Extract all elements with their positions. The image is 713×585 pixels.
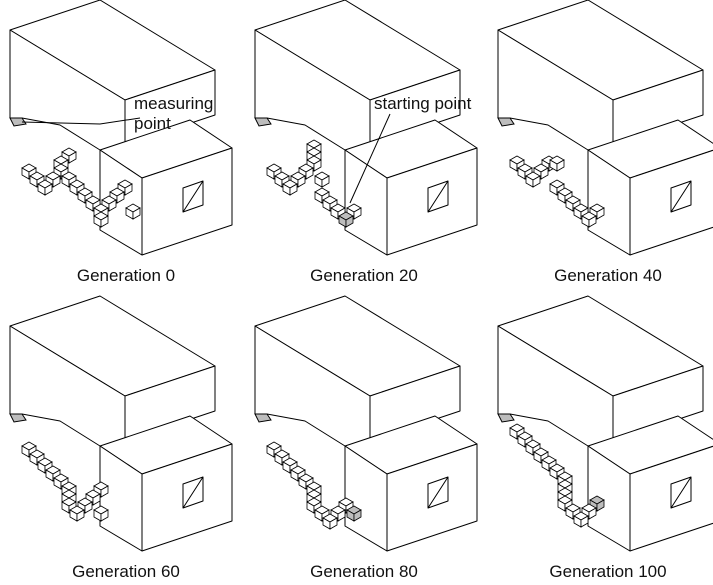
cube [93,505,109,522]
panel-5 [497,295,713,552]
cube [525,171,541,188]
cube [77,497,93,514]
window-diagonal [427,180,449,213]
upper-block-side [369,69,461,146]
upper-block-side [369,365,461,442]
upper-block-side [612,365,704,442]
cube [53,473,69,490]
cube [573,511,589,528]
cube [274,171,290,188]
cube [509,155,525,172]
upper-block-side [124,365,216,442]
cube [93,211,109,228]
cube [517,431,533,448]
cube [298,473,314,490]
lower-block-front [587,149,631,256]
cube [322,513,338,530]
window-diagonal [670,476,692,509]
cube [125,203,141,220]
annotation-measuring-point: measuring point [134,94,213,134]
window-diagonal [182,180,204,213]
measuring-point-leader [21,117,141,125]
measuring-point-block [254,413,272,423]
caption-generation-80: Generation 80 [310,562,418,581]
cube [306,497,322,514]
cube [525,439,541,456]
cube [282,179,298,196]
caption-generation-0: Generation 0 [76,266,176,285]
cube [581,503,597,520]
panel-4 [254,295,478,552]
cube [37,179,53,196]
panel-1 [254,0,478,256]
lower-block-front [587,445,631,552]
annotation-starting-point: starting point [374,94,472,113]
window-diagonal [670,180,692,213]
cube [589,203,605,220]
caption-generation-20: Generation 20 [310,266,418,285]
annotation-measuring-line2: point [134,114,171,133]
measuring-point-block [497,413,515,423]
caption-generation-40: Generation 40 [554,266,662,285]
shaded-cube [338,211,354,228]
cube [314,171,330,188]
cube [581,211,597,228]
upper-block-side [612,69,704,146]
caption-generation-60: Generation 60 [72,562,180,581]
cube [298,163,314,180]
cube [306,155,322,172]
cube [69,505,85,522]
cube [61,497,77,514]
measuring-point-block [9,413,27,423]
cube [37,457,53,474]
window-diagonal [182,476,204,509]
measuring-point-block [9,117,27,127]
cube [509,423,525,440]
measuring-point-block [497,117,515,127]
panel-3 [9,295,233,552]
cube [21,441,37,458]
caption-generation-100: Generation 100 [549,562,667,581]
cube [549,155,565,172]
panel-0 [9,0,233,256]
annotation-measuring-line1: measuring [134,94,214,113]
lower-block-front [344,149,388,256]
shaded-cube [346,505,362,522]
cube [290,171,306,188]
measuring-point-block [254,117,272,127]
upper-block-side [124,69,216,146]
window-diagonal [427,476,449,509]
starting-point-leader [349,113,391,204]
panel-2 [497,0,713,256]
